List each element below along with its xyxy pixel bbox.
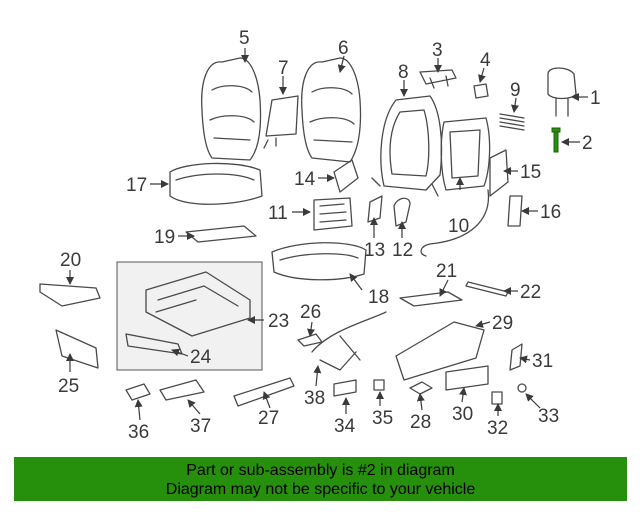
cover-part-37 bbox=[159, 379, 205, 401]
callout-15: 15 bbox=[520, 162, 541, 183]
callout-26: 26 bbox=[300, 302, 321, 323]
switch-bezel-part bbox=[445, 365, 489, 391]
headrest-part bbox=[547, 67, 577, 117]
callout-21: 21 bbox=[436, 261, 457, 282]
callout-8: 8 bbox=[398, 62, 409, 83]
cushion-heater-pad-part bbox=[185, 225, 257, 243]
info-banner: Part or sub-assembly is #2 in diagram Di… bbox=[14, 457, 627, 501]
callout-33: 33 bbox=[538, 406, 559, 427]
wire-harness-part bbox=[420, 189, 490, 257]
callout-labels: 1 2 3 4 5 6 7 8 9 10 11 12 13 14 15 16 1… bbox=[58, 28, 601, 443]
banner-line-part-number: Part or sub-assembly is #2 in diagram bbox=[186, 462, 455, 479]
switch-knob-part bbox=[491, 391, 503, 405]
banner-line-disclaimer: Diagram may not be specific to your vehi… bbox=[165, 481, 476, 498]
callout-20: 20 bbox=[60, 250, 81, 271]
cover-part-13 bbox=[367, 195, 383, 223]
seatback-cover-part bbox=[301, 57, 362, 163]
callout-17: 17 bbox=[126, 175, 147, 196]
callout-25: 25 bbox=[58, 376, 79, 397]
callout-6: 6 bbox=[338, 38, 349, 59]
callout-28: 28 bbox=[410, 412, 431, 433]
trim-part-27 bbox=[233, 377, 295, 407]
callout-19: 19 bbox=[154, 227, 175, 248]
side-shield-part bbox=[55, 329, 99, 369]
callout-35: 35 bbox=[372, 408, 393, 429]
callout-34: 34 bbox=[334, 416, 356, 437]
rod-part bbox=[465, 281, 509, 297]
switch-part-34 bbox=[333, 379, 357, 397]
leader-lines bbox=[66, 48, 588, 421]
callout-27: 27 bbox=[258, 408, 279, 429]
seatback-frame-part bbox=[371, 95, 443, 197]
callout-9: 9 bbox=[510, 80, 521, 101]
callout-29: 29 bbox=[492, 313, 513, 334]
callout-24: 24 bbox=[190, 347, 212, 368]
seatback-cover-part bbox=[201, 57, 262, 161]
callout-2: 2 bbox=[582, 133, 593, 154]
callout-4: 4 bbox=[480, 50, 491, 71]
seat-support-part bbox=[399, 291, 463, 307]
callout-3: 3 bbox=[432, 40, 443, 61]
callout-12: 12 bbox=[392, 240, 413, 261]
callout-32: 32 bbox=[487, 418, 508, 439]
recliner-bracket-part bbox=[333, 159, 359, 193]
callout-11: 11 bbox=[268, 203, 288, 224]
knob-part bbox=[517, 383, 527, 393]
clip-part-36 bbox=[125, 383, 151, 401]
headrest-bracket-part bbox=[419, 69, 457, 89]
callout-23: 23 bbox=[268, 311, 289, 332]
callout-18: 18 bbox=[368, 287, 389, 308]
callout-30: 30 bbox=[452, 404, 473, 425]
heater-pad-part bbox=[263, 95, 299, 149]
frame-inset-box bbox=[116, 261, 263, 371]
callout-16: 16 bbox=[540, 202, 561, 223]
bracket-part-31 bbox=[509, 343, 523, 371]
callout-13: 13 bbox=[364, 240, 385, 261]
callout-31: 31 bbox=[532, 351, 553, 372]
seat-cushion-part bbox=[271, 242, 367, 281]
callout-37: 37 bbox=[190, 416, 211, 437]
parts-diagram: 1 2 3 4 5 6 7 8 9 10 11 12 13 14 15 16 1… bbox=[39, 28, 601, 443]
seat-cushion-cover-part bbox=[169, 162, 263, 205]
callout-22: 22 bbox=[520, 282, 541, 303]
callout-10: 10 bbox=[448, 216, 469, 237]
side-panel-part bbox=[489, 149, 509, 197]
seat-harness-part bbox=[311, 311, 387, 371]
lumbar-spring-part bbox=[499, 113, 525, 131]
callout-5: 5 bbox=[239, 28, 250, 49]
back-panel-part bbox=[440, 117, 491, 191]
front-trim-part bbox=[39, 283, 101, 307]
callout-36: 36 bbox=[128, 422, 149, 443]
highlighted-part-2 bbox=[551, 127, 561, 153]
trim-strip-part bbox=[507, 195, 523, 227]
parts-diagram-svg: 1 2 3 4 5 6 7 8 9 10 11 12 13 14 15 16 1… bbox=[39, 28, 601, 443]
callout-7: 7 bbox=[278, 58, 289, 79]
headrest-guide-part bbox=[473, 83, 489, 99]
callout-1: 1 bbox=[590, 88, 601, 109]
cover-part-12 bbox=[393, 197, 411, 227]
outer-shield-part bbox=[395, 321, 485, 381]
callout-38: 38 bbox=[304, 388, 325, 409]
pad-part-28 bbox=[409, 381, 433, 395]
recliner-mechanism-part bbox=[313, 197, 353, 231]
clip-part-35 bbox=[373, 379, 385, 391]
callout-14: 14 bbox=[294, 169, 316, 190]
